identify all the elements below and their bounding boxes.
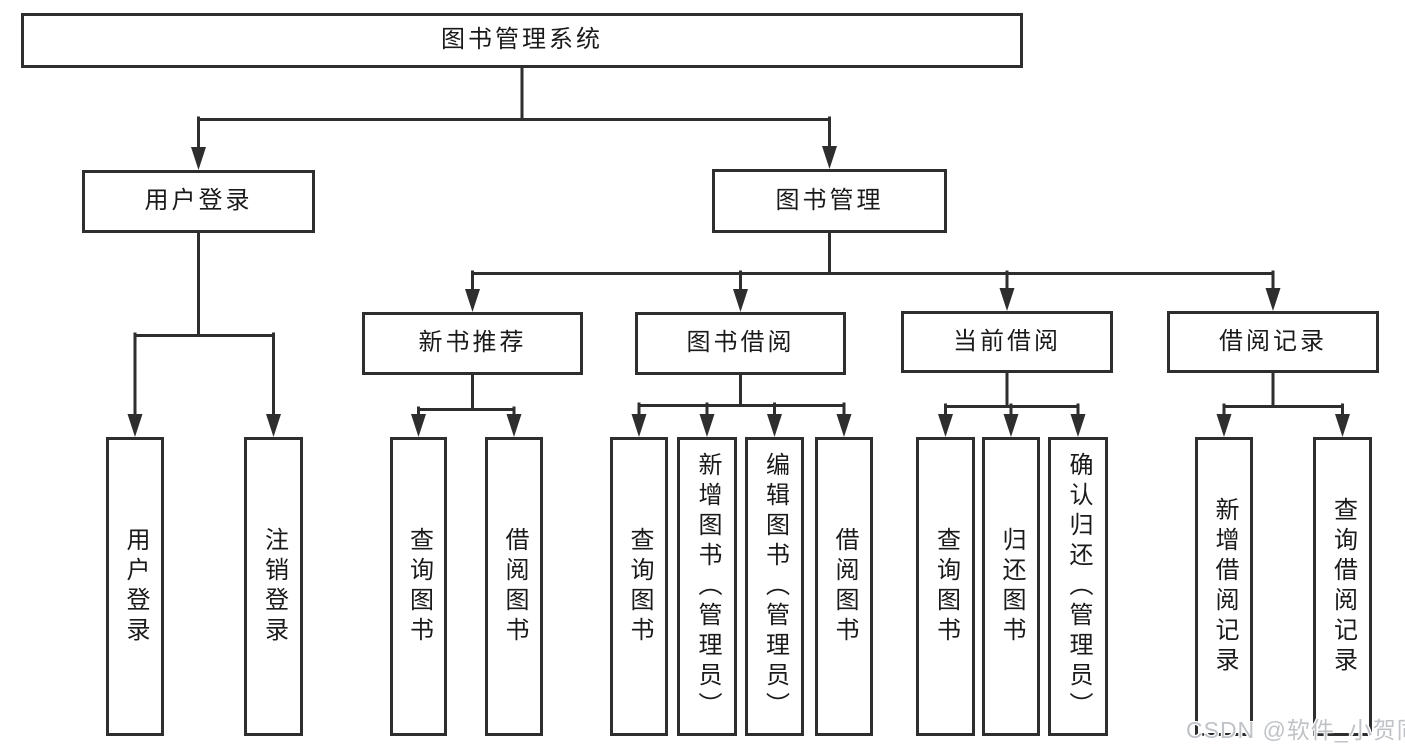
arrow-down-icon [191, 147, 206, 170]
connector-new-book [417, 373, 516, 411]
node-label: 查询图书 [626, 526, 653, 647]
node-label: 图书管理 [775, 186, 884, 214]
arrow-down-icon [631, 414, 647, 437]
connector-book-borrow [637, 373, 846, 407]
leaf-query-books-borrow: 查询图书 [610, 437, 668, 736]
node-label: 新增借阅记录 [1211, 496, 1238, 677]
leaf-query-books-current: 查询图书 [916, 437, 975, 736]
node-label: 用户登录 [144, 187, 253, 215]
arrow-down-icon [1216, 414, 1232, 437]
leaf-borrow-books-recommend: 借阅图书 [485, 437, 543, 736]
leaf-add-borrow-record: 新增借阅记录 [1195, 437, 1253, 736]
leaf-logout: 注销登录 [244, 437, 303, 736]
arrow-down-icon [411, 414, 426, 437]
connector-current-borrow [944, 371, 1080, 408]
node-label: 图书借阅 [686, 329, 795, 357]
node-label: 用户登录 [122, 526, 149, 647]
node-label: 当前借阅 [953, 327, 1061, 355]
arrow-down-icon [465, 289, 480, 312]
node-borrowing-records: 借阅记录 [1167, 311, 1379, 373]
arrow-down-icon [836, 414, 852, 437]
arrow-down-icon [733, 289, 748, 312]
node-current-borrowing: 当前借阅 [901, 311, 1113, 373]
leaf-add-book-admin: 新增图书（管理员） [677, 437, 737, 736]
arrow-down-icon [1003, 414, 1019, 437]
arrow-down-icon [506, 414, 522, 437]
node-root-system: 图书管理系统 [21, 13, 1023, 68]
node-new-book-recommendation: 新书推荐 [362, 312, 583, 375]
node-label: 编辑图书（管理员） [761, 451, 789, 722]
node-label: 查询图书 [405, 526, 433, 647]
node-label: 查询借阅记录 [1329, 496, 1357, 677]
leaf-query-books-recommend: 查询图书 [390, 437, 447, 736]
node-label: 借阅图书 [831, 526, 858, 647]
node-label: 新书推荐 [418, 329, 527, 357]
leaf-return-books: 归还图书 [982, 437, 1040, 736]
leaf-query-borrow-record: 查询借阅记录 [1313, 437, 1372, 736]
node-label: 确认归还（管理员） [1065, 451, 1092, 722]
node-label: 借阅图书 [501, 526, 528, 647]
connector-book-management [471, 231, 1275, 275]
node-user-login: 用户登录 [82, 170, 315, 233]
arrow-down-icon [999, 288, 1015, 311]
arrow-down-icon [1265, 288, 1281, 311]
node-label: 新增图书（管理员） [694, 451, 721, 722]
arrow-down-icon [699, 414, 715, 437]
arrow-down-icon [266, 414, 281, 437]
node-label: 借阅记录 [1219, 327, 1327, 355]
arrow-down-icon [1070, 414, 1086, 437]
leaf-borrow-books: 借阅图书 [815, 437, 873, 736]
arrow-down-icon [822, 146, 837, 169]
connector-borrow-record [1222, 371, 1344, 408]
connector-user-login [133, 231, 275, 337]
leaf-confirm-return-admin: 确认归还（管理员） [1048, 437, 1108, 736]
node-label: 图书管理系统 [441, 26, 603, 54]
node-label: 归还图书 [998, 526, 1025, 647]
leaf-edit-book-admin: 编辑图书（管理员） [745, 437, 804, 736]
watermark: CSDN @软件_小贺同学 [1186, 717, 1405, 743]
node-book-borrowing: 图书借阅 [635, 312, 846, 375]
node-book-management: 图书管理 [712, 169, 947, 233]
arrow-down-icon [127, 414, 143, 437]
arrow-down-icon [938, 414, 953, 437]
node-label: 查询图书 [932, 526, 960, 647]
leaf-user-login: 用户登录 [106, 437, 164, 736]
connector-root [197, 66, 831, 121]
node-label: 注销登录 [260, 526, 288, 647]
arrow-down-icon [1335, 414, 1350, 437]
arrow-down-icon [767, 414, 782, 437]
